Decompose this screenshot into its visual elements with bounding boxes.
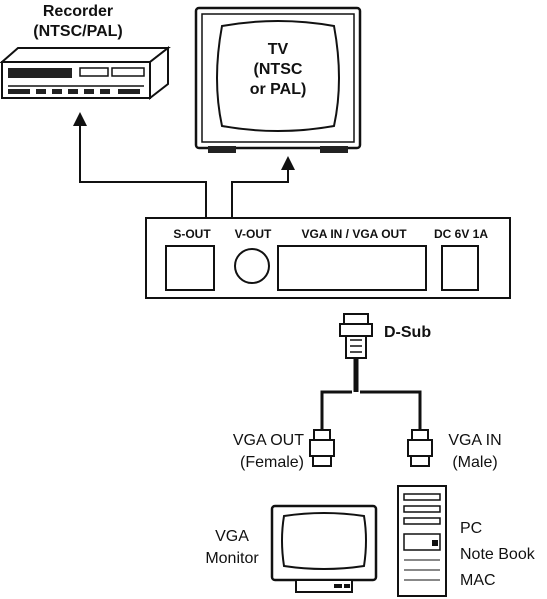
- pc-label: PC Note Book MAC: [460, 516, 544, 594]
- tv-icon: [194, 6, 362, 153]
- pc-tower-icon: [397, 485, 447, 597]
- tv-standard-line2: or PAL): [249, 81, 307, 98]
- recorder-standard: (NTSC/PAL): [33, 23, 123, 40]
- dsub-connector-icon: [339, 313, 373, 359]
- v-out-arrow: [231, 156, 295, 218]
- vga-out-type: (Female): [239, 454, 304, 471]
- vga-cable: [320, 358, 422, 430]
- pc-line3: MAC: [460, 572, 496, 589]
- tv-name: TV: [267, 41, 289, 58]
- tv-label: TV (NTSC or PAL): [232, 40, 324, 100]
- monitor-line2: Monitor: [205, 550, 259, 567]
- converter-box: [145, 217, 511, 299]
- tv-standard-line1: (NTSC: [253, 61, 303, 78]
- vga-in-type: (Male): [452, 454, 498, 471]
- pc-line1: PC: [460, 520, 483, 537]
- vga-in-name: VGA IN: [448, 432, 502, 449]
- monitor-icon: [270, 504, 378, 593]
- s-out-arrow: [73, 112, 207, 218]
- recorder-label: Recorder (NTSC/PAL): [16, 2, 140, 42]
- v-out-port-label: V-OUT: [234, 227, 272, 241]
- vga-out-label: VGA OUT (Female): [204, 430, 304, 474]
- recorder-name: Recorder: [42, 3, 114, 20]
- vga-out-female-connector-icon: [309, 429, 335, 467]
- dsub-label: D-Sub: [384, 324, 432, 341]
- vga-in-label: VGA IN (Male): [440, 430, 510, 474]
- vga-port-label: VGA IN / VGA OUT: [301, 227, 407, 241]
- dc-port-label: DC 6V 1A: [433, 227, 489, 241]
- monitor-line1: VGA: [215, 528, 249, 545]
- vga-in-male-connector-icon: [407, 429, 433, 467]
- monitor-label: VGA Monitor: [200, 526, 264, 570]
- s-out-port-label: S-OUT: [173, 227, 211, 241]
- pc-line2: Note Book: [460, 546, 535, 563]
- vga-out-name: VGA OUT: [232, 432, 304, 449]
- recorder-icon: [0, 45, 171, 101]
